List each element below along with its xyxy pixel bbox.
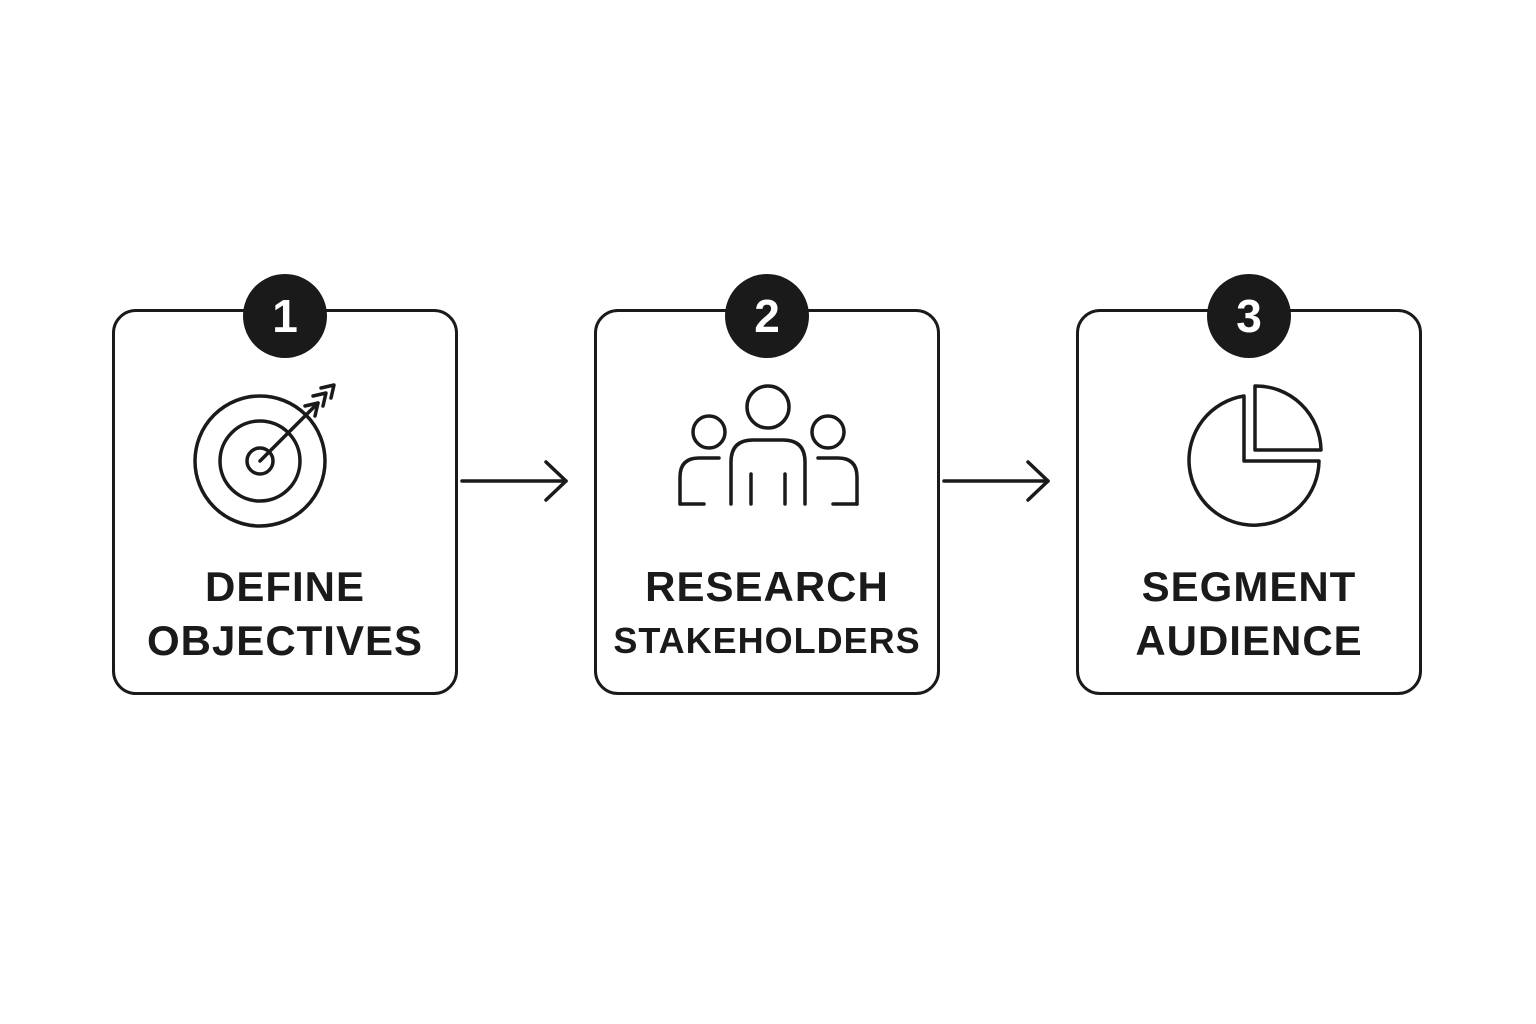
step-card-define-objectives: 1 DEFINE OBJECTIVES	[112, 274, 458, 695]
step-card-research-stakeholders: 2 RESEARCH STAKEHOLDERS	[594, 274, 940, 695]
flow-arrow-right-icon	[942, 460, 1050, 502]
flow-arrow-right-icon	[460, 460, 568, 502]
target-icon	[193, 383, 336, 528]
step-label: SEGMENT AUDIENCE	[1079, 560, 1419, 668]
step-label-line-1: RESEARCH	[645, 563, 889, 610]
step-label-line-2: STAKEHOLDERS	[613, 620, 921, 661]
step-number-badge: 3	[1207, 274, 1291, 358]
step-number-badge: 1	[243, 274, 327, 358]
step-number-badge: 2	[725, 274, 809, 358]
step-label-line-2: OBJECTIVES	[146, 617, 424, 664]
step-label: DEFINE OBJECTIVES	[115, 560, 455, 668]
step-label-line-1: SEGMENT	[1141, 563, 1357, 610]
step-label-line-2: AUDIENCE	[1135, 617, 1363, 664]
pie-chart-icon	[1187, 384, 1323, 527]
people-group-icon	[678, 384, 859, 506]
step-label-line-1: DEFINE	[204, 563, 365, 610]
step-label: RESEARCH STAKEHOLDERS	[597, 560, 937, 668]
step-card-segment-audience: 3 SEGMENT AUDIENCE	[1076, 274, 1422, 695]
